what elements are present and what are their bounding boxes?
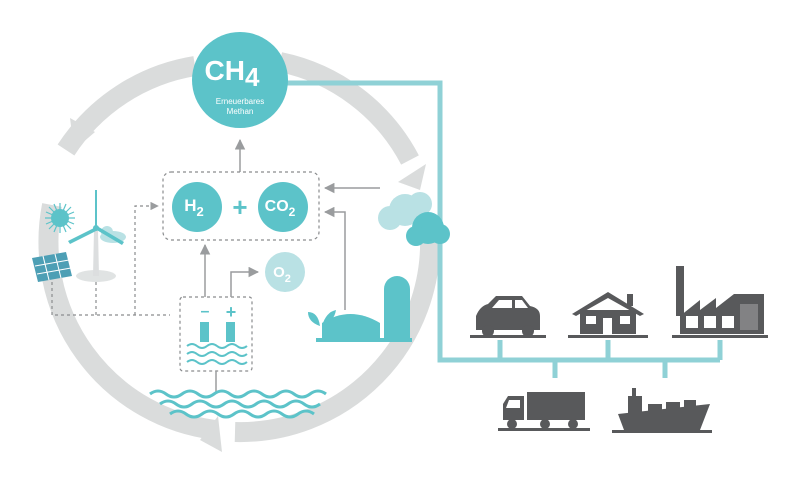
plus-sign: + — [232, 192, 247, 222]
cycle-ring — [38, 52, 441, 452]
co2-subscript: 2 — [289, 205, 296, 219]
svg-text:O2: O2 — [273, 264, 291, 285]
electrolyzer-minus: – — [201, 303, 210, 320]
ship-icon — [612, 388, 712, 433]
oxygen-node: O2 — [265, 252, 305, 292]
oxygen-formula: O — [273, 264, 285, 281]
methane-subscript: 4 — [245, 62, 260, 92]
electrolyzer-plus: + — [226, 302, 237, 322]
sun-icon — [45, 203, 75, 233]
solar-panel-icon — [32, 252, 72, 282]
biogas-plant-icon — [316, 276, 412, 342]
leaf-icon — [308, 310, 336, 326]
factory-icon — [672, 266, 768, 338]
water-icon — [149, 389, 327, 419]
oxygen-subscript: 2 — [285, 273, 291, 285]
cycle-arrow-right — [398, 164, 426, 190]
methane-node: CH4 Erneuerbares Methan — [192, 32, 288, 128]
co2-formula: CO — [265, 198, 289, 215]
hydrogen-formula: H — [184, 196, 196, 215]
truck-icon — [498, 392, 590, 431]
arrow-biogas-to-co2 — [323, 206, 346, 310]
methane-formula: CH — [205, 55, 245, 86]
hydrogen-subscript: 2 — [197, 204, 204, 219]
reaction-box: H2 + CO2 — [162, 171, 320, 241]
co2-node — [258, 182, 308, 232]
svg-text:CO2: CO2 — [265, 198, 296, 219]
arrow-electrolyzer-to-o2 — [230, 266, 260, 297]
methane-caption-line2: Methan — [227, 107, 254, 116]
power-lines — [51, 201, 170, 316]
cycle-arrow-bottom — [200, 416, 222, 452]
car-icon — [470, 296, 546, 338]
cloud-icon — [378, 192, 450, 246]
anode-icon — [226, 322, 235, 342]
svg-text:CH4: CH4 — [205, 55, 260, 92]
wind-turbine-icon — [68, 190, 124, 282]
svg-text:H2: H2 — [184, 196, 204, 219]
methane-caption-line1: Erneuerbares — [216, 97, 264, 106]
cathode-icon — [200, 322, 209, 342]
electrolyzer: – + — [179, 296, 253, 372]
cloud-small-icon — [100, 226, 126, 243]
hydrogen-node — [172, 182, 222, 232]
cycle-arrow-top-left — [70, 118, 95, 150]
house-icon — [568, 292, 648, 338]
